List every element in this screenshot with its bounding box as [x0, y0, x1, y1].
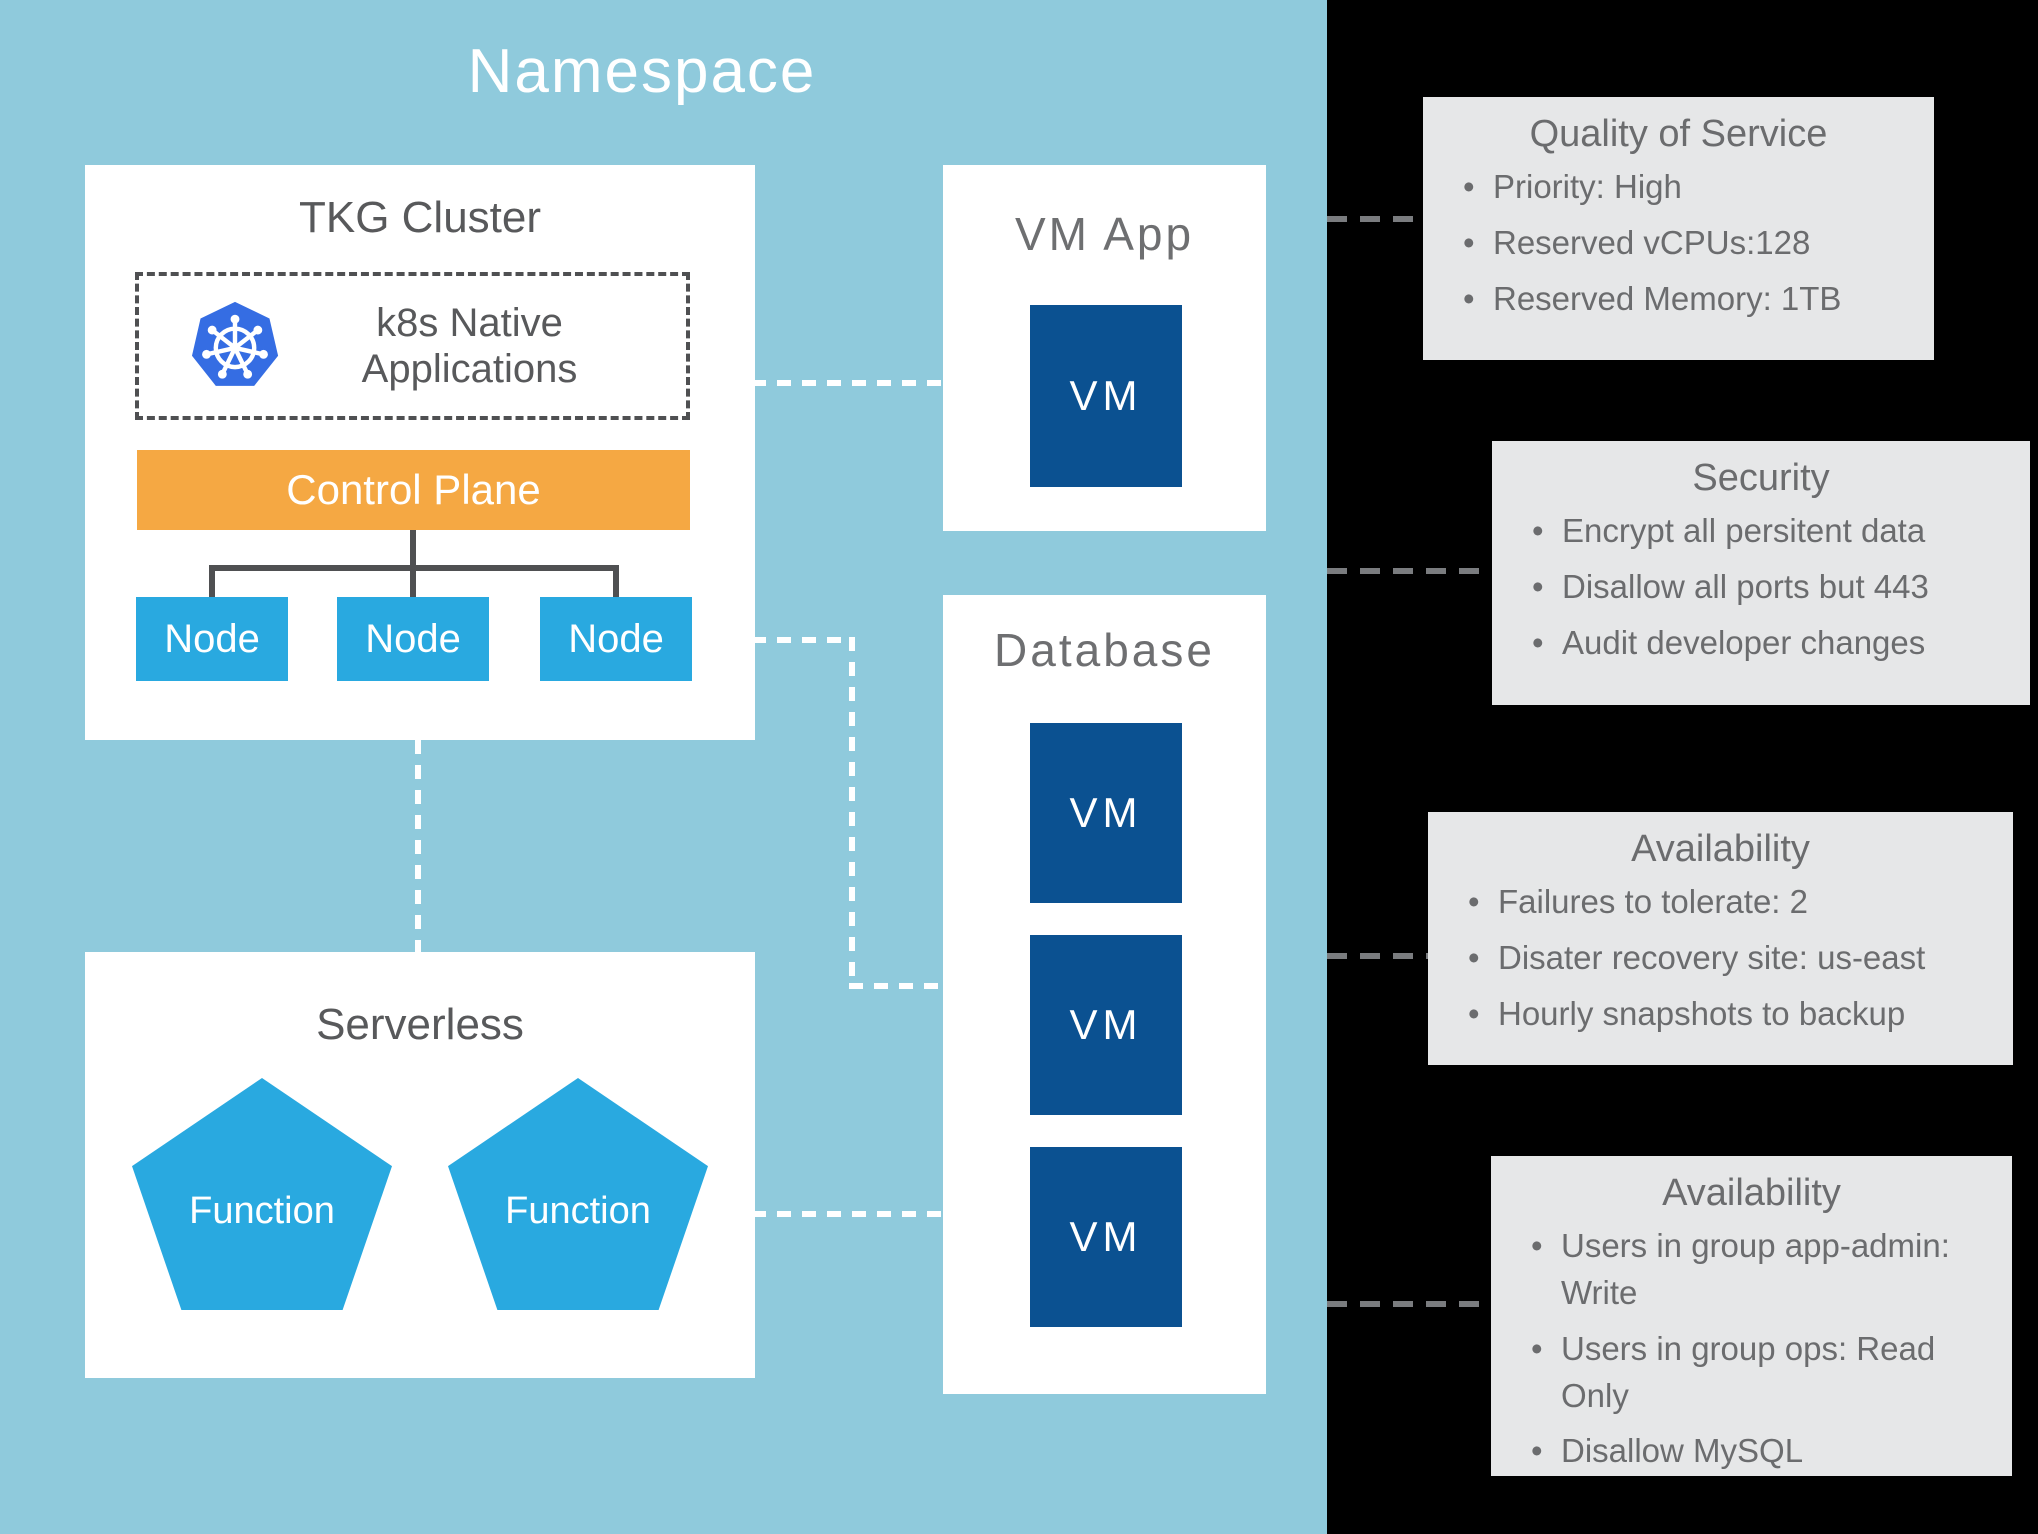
k8s-native-apps-label: k8s Native Applications [361, 301, 578, 391]
qos-item: Priority: High [1463, 164, 1910, 211]
function-label: Function [189, 1189, 335, 1232]
node-box-2: Node [337, 597, 489, 681]
availability2-panel-title: Availability [1662, 1172, 1841, 1214]
connector-k8s-to-vmapp [752, 380, 943, 386]
availability-item: Hourly snapshots to backup [1468, 991, 1989, 1038]
availability2-item: Users in group ops: Read Only [1531, 1326, 1988, 1420]
qos-panel-title: Quality of Service [1529, 113, 1828, 155]
connector-to-security-panel [1327, 568, 1492, 574]
k8s-native-apps-box: k8s Native Applications [135, 272, 690, 420]
availability-panel: Availability Failures to tolerate: 2 Dis… [1428, 812, 2013, 1065]
vm-app-title: VM App [1014, 208, 1195, 260]
connector-nodes-elbow-h2 [849, 983, 943, 989]
qos-item: Reserved Memory: 1TB [1463, 276, 1910, 323]
qos-panel: Quality of Service Priority: High Reserv… [1423, 97, 1934, 360]
database-vm-box-3: VM [1030, 1147, 1182, 1327]
security-panel: Security Encrypt all persitent data Disa… [1492, 441, 2030, 705]
security-item: Audit developer changes [1532, 620, 2006, 667]
tkg-cluster-title: TKG Cluster [298, 193, 542, 242]
function-label: Function [505, 1189, 651, 1232]
database-title: Database [994, 624, 1215, 676]
availability2-panel: Availability Users in group app-admin: W… [1491, 1156, 2012, 1476]
availability-item: Disater recovery site: us-east [1468, 935, 1989, 982]
availability-panel-title: Availability [1631, 828, 1810, 870]
vm-app-vm-box: VM [1030, 305, 1182, 487]
security-item: Disallow all ports but 443 [1532, 564, 2006, 611]
security-panel-list: Encrypt all persitent data Disallow all … [1492, 508, 2030, 667]
connector-to-availability-panel [1327, 953, 1428, 959]
security-panel-title: Security [1692, 457, 1830, 499]
availability2-item: Users in group app-admin: Write [1531, 1223, 1988, 1317]
connector-tkg-to-serverless [415, 740, 421, 952]
connector-to-qos-panel [1327, 216, 1423, 222]
control-plane-box: Control Plane [137, 450, 690, 530]
connector-function-to-database [752, 1211, 943, 1217]
connector-nodes-elbow-h1 [752, 637, 855, 643]
tree-drop-mid [410, 565, 416, 597]
serverless-title: Serverless [316, 1000, 524, 1049]
availability2-item: Disallow MySQL [1531, 1428, 1988, 1475]
availability-item: Failures to tolerate: 2 [1468, 879, 1989, 926]
security-item: Encrypt all persitent data [1532, 508, 2006, 555]
node-box-3: Node [540, 597, 692, 681]
database-vm-box-1: VM [1030, 723, 1182, 903]
page-title: Namespace [467, 37, 817, 106]
database-vm-box-2: VM [1030, 935, 1182, 1115]
connector-to-availability2-panel [1327, 1301, 1491, 1307]
tree-drop-left [209, 565, 215, 597]
kubernetes-icon [191, 301, 279, 386]
availability-panel-list: Failures to tolerate: 2 Disater recovery… [1428, 879, 2013, 1038]
connector-nodes-elbow-v [849, 637, 855, 989]
tree-stem [410, 530, 416, 568]
tree-drop-right [613, 565, 619, 597]
availability2-panel-list: Users in group app-admin: Write Users in… [1491, 1223, 2012, 1475]
qos-item: Reserved vCPUs:128 [1463, 220, 1910, 267]
node-box-1: Node [136, 597, 288, 681]
qos-panel-list: Priority: High Reserved vCPUs:128 Reserv… [1423, 164, 1934, 323]
